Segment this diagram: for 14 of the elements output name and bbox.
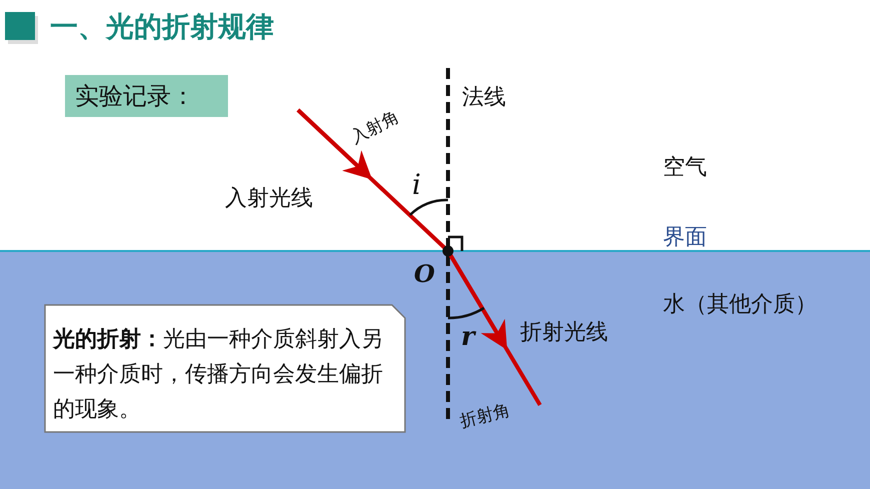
boundary-label: 界面 xyxy=(663,225,707,252)
slide-title: 一、光的折射规律 xyxy=(50,10,274,44)
ray-label: 折射光线 xyxy=(520,320,608,346)
definition-text: 光的折射：光由一种介质斜射入另一种介质时，传播方向会发生偏折的现象。 xyxy=(53,322,393,427)
section-label: 实验记录： xyxy=(65,75,228,117)
medium-label: 水（其他介质） xyxy=(663,292,817,318)
medium-label: 空气 xyxy=(663,155,707,182)
ray-label: 入射光线 xyxy=(225,186,313,212)
angle-symbol: r xyxy=(461,322,475,354)
angle-label: 入射角 xyxy=(348,107,402,148)
point-label: O xyxy=(414,260,435,289)
angle-symbol: i xyxy=(412,168,421,202)
angle-label: 折射角 xyxy=(458,400,512,432)
axis-label: 法线 xyxy=(462,85,506,112)
